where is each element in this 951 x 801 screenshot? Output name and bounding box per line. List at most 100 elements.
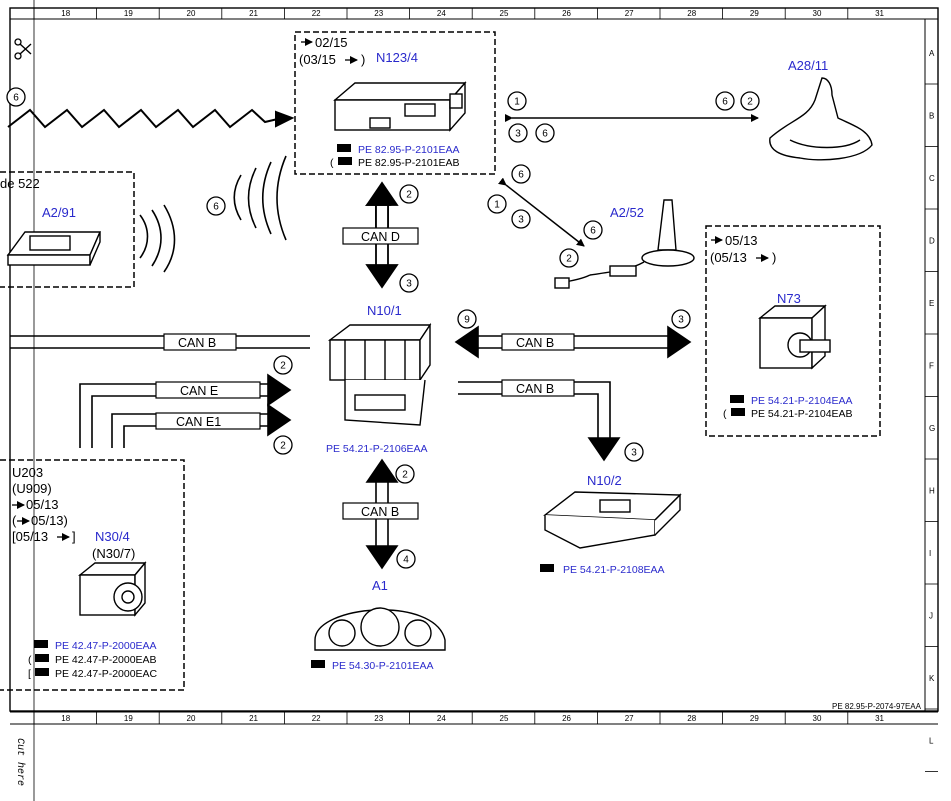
ruler-row-label: G: [929, 424, 935, 433]
ref-icon: [540, 564, 554, 572]
ruler-col-label: 20: [187, 9, 196, 18]
can-e-label: CAN E: [180, 384, 218, 398]
ref-icon: [731, 408, 745, 416]
bidir-arrow-n123-a252: [498, 177, 585, 247]
n123-4-from: 02/15: [315, 35, 348, 50]
ref-icon: [311, 660, 325, 668]
radio-waves: [139, 155, 287, 273]
receiver-module-icon: [6, 231, 102, 266]
svg-text:(: (: [28, 654, 32, 666]
n123-4-label: N123/4: [376, 50, 418, 65]
ignition-switch-icon: [758, 304, 831, 370]
svg-text:6: 6: [13, 93, 19, 104]
box-n30-4: [0, 459, 185, 691]
ref-icon: [35, 668, 49, 676]
svg-text:(: (: [330, 157, 334, 169]
n123-4-ref1: PE 82.95-P-2101EAA: [358, 144, 460, 156]
n10-1-ref: PE 54.21-P-2106EAA: [326, 443, 428, 455]
n123-4-paren: (03/15: [299, 52, 336, 67]
circled-number: 3: [399, 273, 419, 293]
roof-antenna-icon: [769, 77, 873, 161]
n10-2-label: N10/2: [587, 473, 622, 488]
circled-number: 2: [395, 464, 415, 484]
ruler-col-label: 23: [374, 9, 383, 18]
can-b-left-label-box: [163, 333, 237, 351]
can-b-n10-2-label-box: [501, 379, 575, 397]
ruler-col-label: 27: [625, 9, 634, 18]
ruler-col-label: 22: [312, 714, 321, 723]
n123-4-paren-close: ): [361, 52, 365, 67]
svg-text:(: (: [723, 408, 727, 420]
a1-ref: PE 54.30-P-2101EAA: [332, 660, 434, 672]
ruler-col-label: 29: [750, 714, 759, 723]
box-a2-91: [0, 171, 135, 288]
ruler-col-label: 30: [813, 9, 822, 18]
svg-text:2: 2: [406, 190, 412, 201]
ruler-row-label: A: [929, 49, 935, 58]
ruler-row-label: H: [929, 487, 935, 496]
circled-number: 6: [206, 196, 226, 216]
component-a2-91: de 522 A2/91: [0, 176, 102, 266]
n73-label: N73: [777, 291, 801, 306]
svg-text:2: 2: [280, 361, 286, 372]
a2-52-label: A2/52: [610, 205, 644, 220]
component-a28-11: A28/11: [769, 58, 873, 161]
n30-4-label: N30/4: [95, 529, 130, 544]
ruler-col-label: 23: [374, 714, 383, 723]
ruler-col-label: 28: [687, 9, 696, 18]
box-n73: [705, 225, 881, 437]
component-n73: 05/13 (05/13 ) N73 PE 54.21-P-2104EAA ( …: [710, 233, 853, 420]
ruler-col-label: 24: [437, 714, 446, 723]
wireless-link-zigzag: [7, 108, 295, 129]
ruler-row-label: I: [929, 549, 931, 558]
n30-4-l4b: 05/13): [31, 513, 68, 528]
svg-text:1: 1: [494, 200, 500, 211]
circled-number: 6: [535, 123, 555, 143]
ruler-col-label: 21: [249, 714, 258, 723]
can-d-label: CAN D: [361, 230, 400, 244]
ruler-col-label: 18: [61, 714, 70, 723]
can-e1-label: CAN E1: [176, 415, 221, 429]
svg-text:1: 1: [514, 97, 520, 108]
svg-text:6: 6: [518, 170, 524, 181]
circled-number: 2: [399, 184, 419, 204]
ruler-row-label: C: [929, 174, 935, 183]
svg-text:2: 2: [566, 254, 572, 265]
n30-4-l5b: ]: [72, 529, 76, 544]
svg-text:6: 6: [213, 202, 219, 213]
circled-number: 4: [396, 549, 416, 569]
a2-91-label: A2/91: [42, 205, 76, 220]
ruler-col-label: 18: [61, 9, 70, 18]
n30-4-alt: (N30/7): [92, 546, 135, 561]
circled-number: 2: [273, 355, 293, 375]
circled-number: 6: [511, 164, 531, 184]
document-code: PE 82.95-P-2074-97EAA: [832, 702, 922, 711]
telematics-module-icon: [333, 81, 467, 132]
ruler-col-label: 26: [562, 714, 571, 723]
svg-text:9: 9: [464, 315, 470, 326]
can-d-label-box: [342, 227, 419, 245]
circled-number: 1: [487, 194, 507, 214]
n73-from: 05/13: [725, 233, 758, 248]
ruler-col-label: 26: [562, 9, 571, 18]
ruler-col-label: 20: [187, 714, 196, 723]
cut-here-label: Cut here: [14, 738, 26, 786]
ruler-col-label: 25: [500, 9, 509, 18]
can-b-right-label-box: [501, 333, 575, 351]
ref-icon: [34, 640, 48, 648]
circled-number: 6: [583, 220, 603, 240]
can-e1-label-box: [155, 412, 261, 430]
can-b-a1-label-box: [342, 502, 419, 520]
a1-label: A1: [372, 578, 388, 593]
circled-number: 2: [273, 435, 293, 455]
circled-number: 6: [715, 91, 735, 111]
n30-4-ref3: PE 42.47-P-2000EAC: [55, 668, 158, 680]
ruler-col-label: 30: [813, 714, 822, 723]
n123-4-ref2: PE 82.95-P-2101EAB: [358, 157, 460, 169]
a2-91-code: de 522: [0, 176, 40, 191]
ruler-row-label: B: [929, 112, 934, 121]
ruler-col-label: 27: [625, 714, 634, 723]
can-b-left-label: CAN B: [178, 336, 216, 350]
n30-4-l5: [05/13: [12, 529, 48, 544]
